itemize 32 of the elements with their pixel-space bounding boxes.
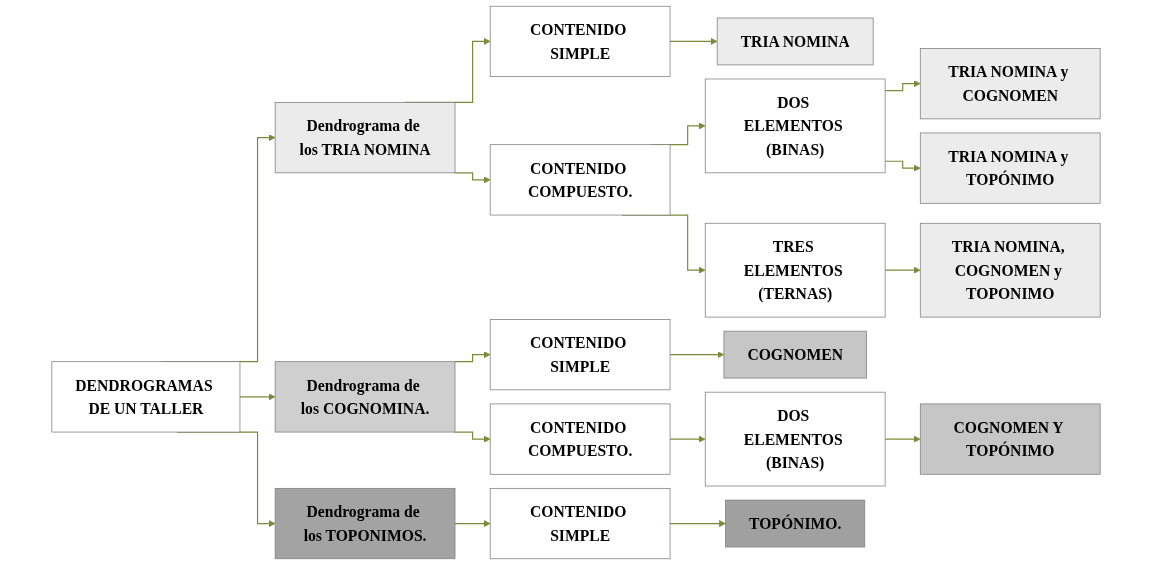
arrow [884, 266, 921, 274]
arrow [884, 435, 921, 443]
arrow [669, 351, 725, 359]
arrow [454, 431, 491, 443]
arrow [454, 520, 491, 527]
node-box: COGNOMEN [723, 330, 867, 379]
arrow [454, 351, 491, 363]
node-box: CONTENIDO SIMPLE [489, 487, 671, 560]
node-box: TOPÓNIMO. [725, 499, 866, 548]
node-box: CONTENIDO SIMPLE [489, 5, 671, 78]
node-box: TRIA NOMINA y TOPÓNIMO [919, 132, 1101, 204]
arrow [454, 172, 491, 184]
node-box: DOS ELEMENTOS (BINAS) [704, 78, 886, 174]
node-box: CONTENIDO SIMPLE [489, 319, 671, 391]
node-box: CONTENIDO COMPUESTO. [489, 403, 671, 475]
arrow [669, 38, 718, 45]
node-box: TRIA NOMINA, COGNOMEN y TOPONIMO [919, 222, 1101, 318]
arrow [884, 80, 921, 92]
arrow [669, 435, 706, 443]
node-box: Dendrograma de los COGNOMINA. [274, 361, 456, 433]
node-box: TRES ELEMENTOS (TERNAS) [704, 222, 886, 318]
node-box: Dendrograma de los TOPONIMOS. [274, 487, 456, 560]
node-box: DENDROGRAMAS DE UN TALLER [51, 361, 241, 433]
node-box: DOS ELEMENTOS (BINAS) [704, 391, 886, 487]
node-box: Dendrograma de los TRIA NOMINA [274, 102, 456, 174]
arrow [884, 160, 921, 172]
node-box: TRIA NOMINA [716, 17, 874, 66]
node-box: CONTENIDO COMPUESTO. [489, 144, 671, 216]
arrow [669, 520, 726, 527]
arrow [239, 393, 276, 401]
node-box: TRIA NOMINA y COGNOMEN [919, 48, 1101, 120]
node-box: COGNOMEN Y TOPÓNIMO [919, 403, 1101, 475]
